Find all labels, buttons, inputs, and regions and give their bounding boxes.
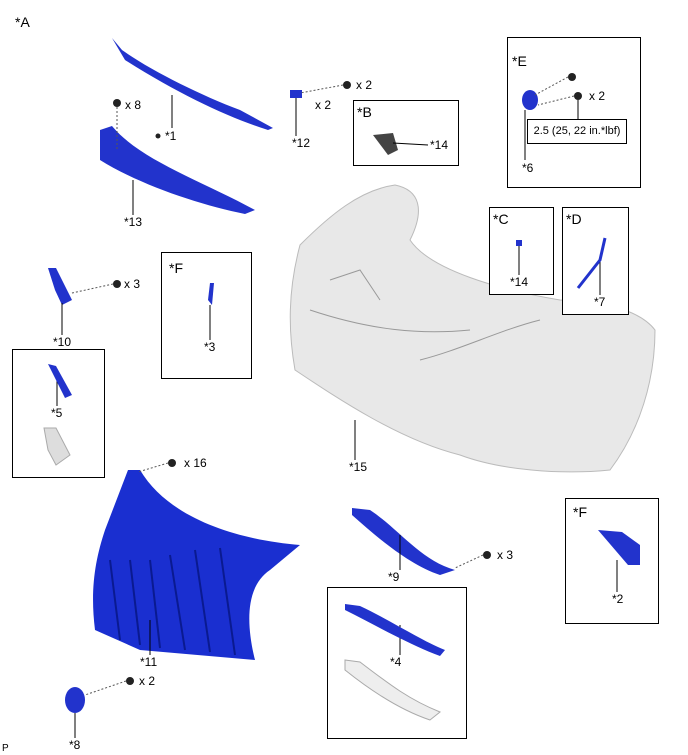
label-part-9: *9 [388,570,400,584]
inset-f1 [161,252,252,379]
inset-label-f2: *F [573,504,587,520]
label-part-14: *14 [430,138,449,152]
inset-label-f1: *F [169,260,183,276]
label-part-4: *4 [390,655,402,669]
inset-label-c: *C [493,211,509,227]
label-part-2: *2 [612,592,624,606]
inset-f2 [565,498,659,624]
inset-d [562,207,629,315]
inset-label-b: *B [357,104,372,120]
label-part-12: *12 [292,136,311,150]
label-part-1: *1 [165,129,177,143]
qty-part-12a: x 2 [315,98,332,112]
label-part-10: *10 [53,335,72,349]
label-part-8: *8 [69,738,81,752]
view-label: *A [15,14,30,30]
torque-spec: 2.5 (25, 22 in.*lbf) [527,119,627,144]
qty-part-12b: x 2 [356,78,373,92]
label-part-11: *11 [140,655,158,669]
label-part-15: *15 [349,460,368,474]
label-part-5: *5 [51,406,63,420]
qty-part-11: x 16 [184,456,207,470]
label-part-14-inset-c: *14 [510,275,529,289]
upper-molding-part [112,38,273,130]
label-part-7: *7 [594,295,606,309]
inset-c [489,207,554,295]
qty-part-9: x 3 [497,548,514,562]
inset-label-d: *D [566,211,582,227]
qty-part-13: x 8 [125,98,142,112]
qty-part-6: x 2 [589,89,606,103]
qty-part-10: x 3 [124,277,141,291]
grille-retainer-part [100,126,255,214]
front-bumper-cover [289,184,656,473]
inset-e [507,37,641,188]
label-part-13: *13 [124,215,143,229]
inset-label-e: *E [512,53,527,69]
bracket-part-12 [290,90,302,98]
qty-part-8: x 2 [139,674,156,688]
part-10 [48,268,72,305]
footer-mark: P [2,743,9,754]
label-part-6: *6 [522,161,534,175]
label-part-3: *3 [204,340,216,354]
inset-b [353,100,459,166]
